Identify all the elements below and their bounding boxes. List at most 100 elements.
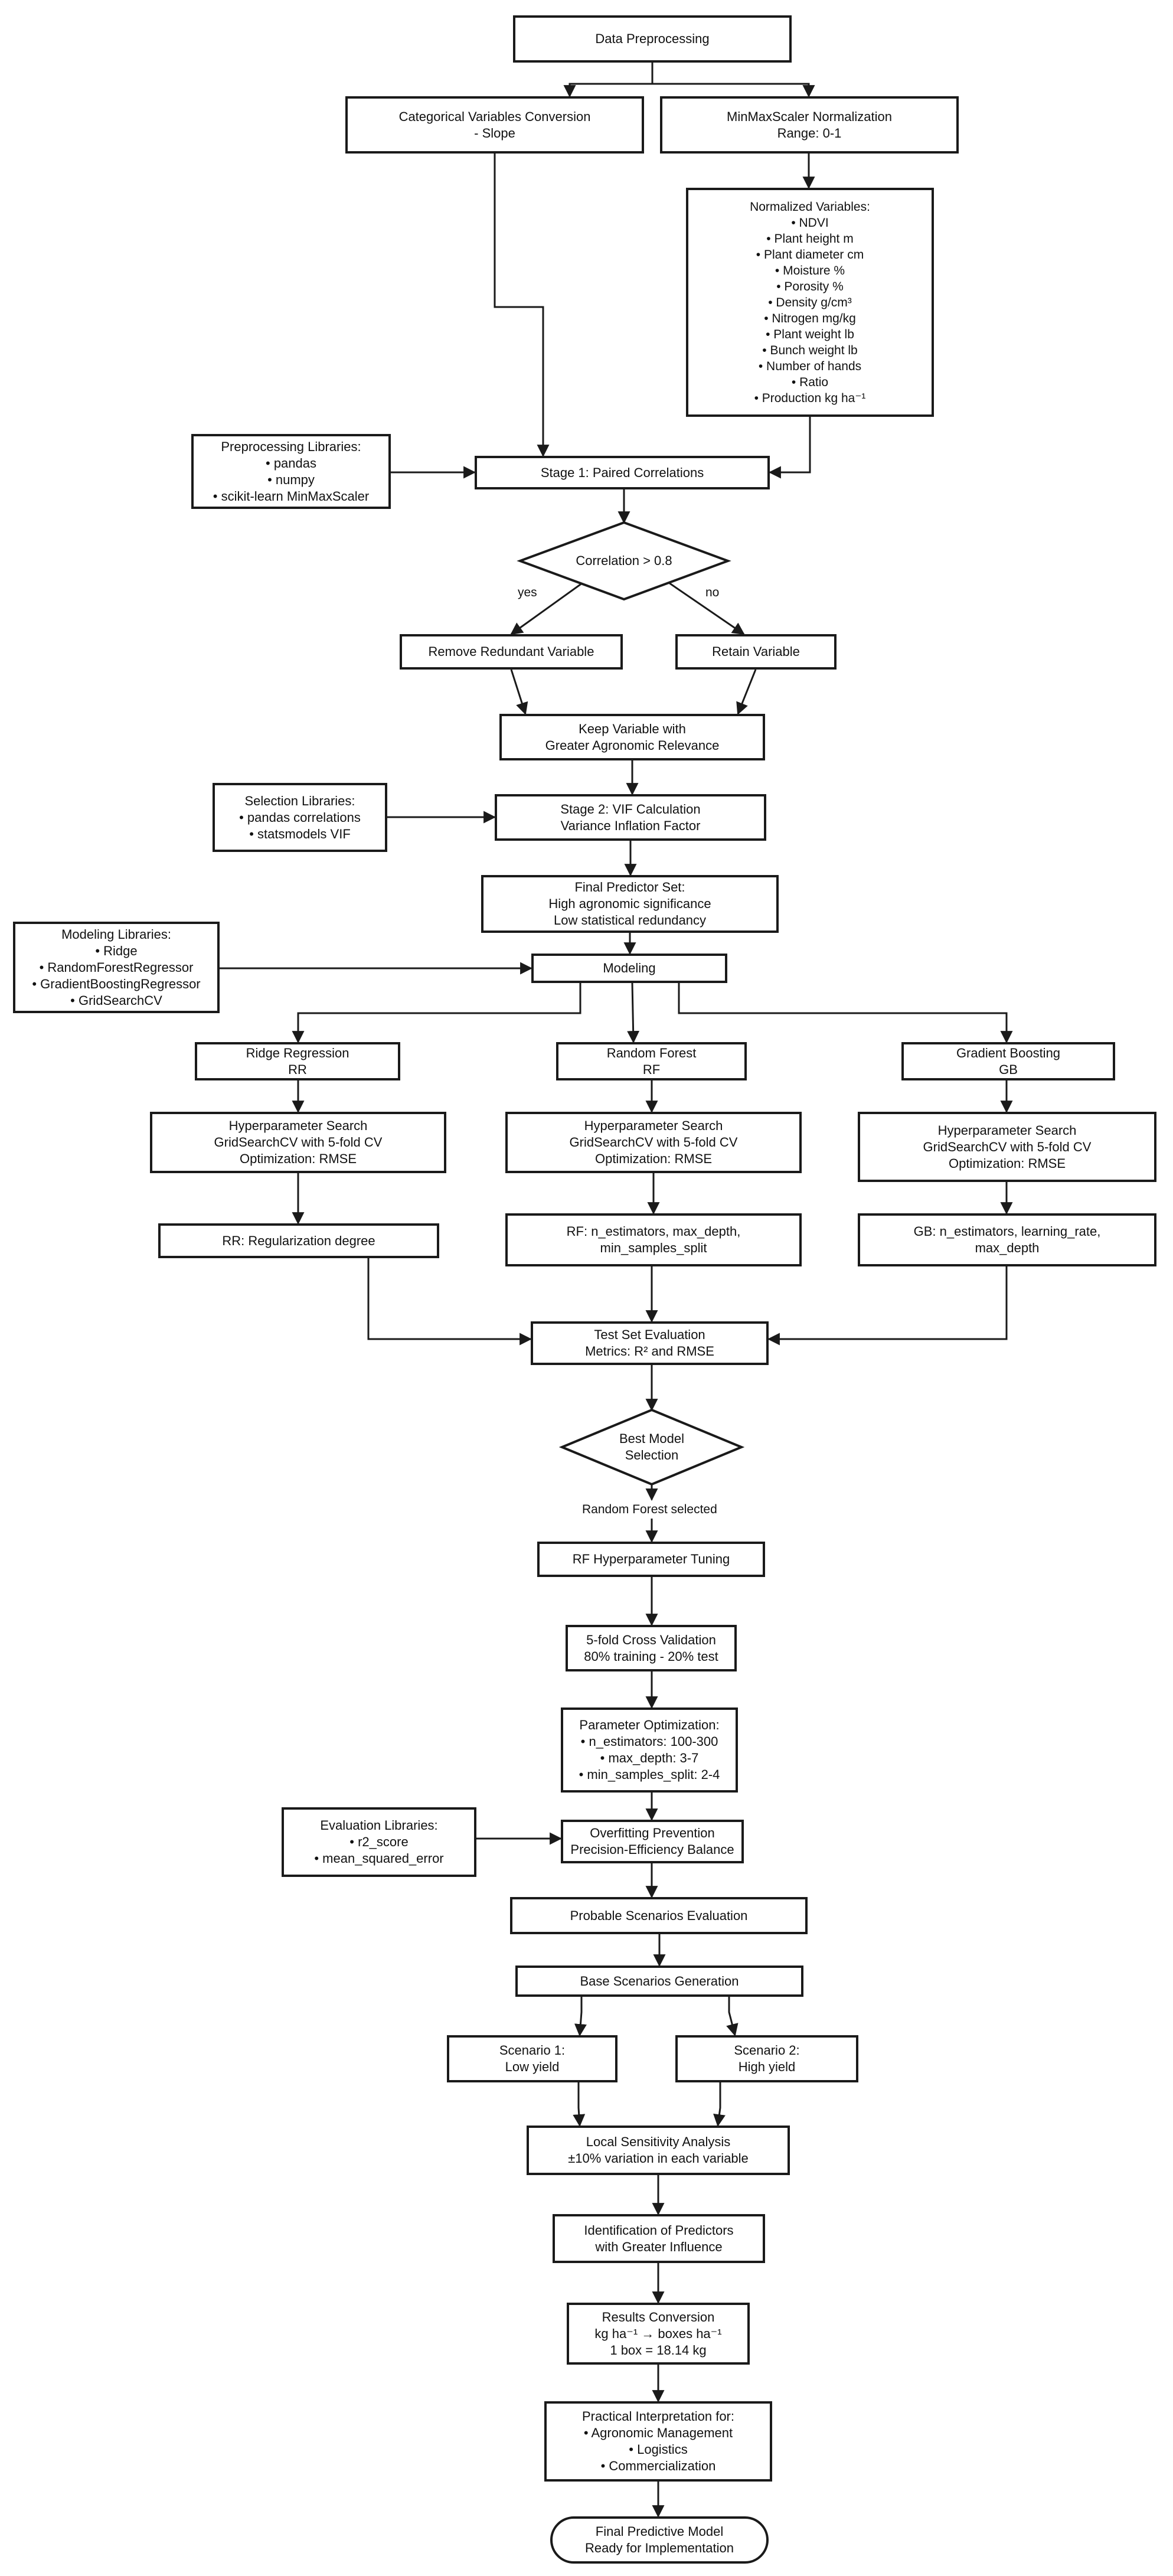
node-text-line: GB: n_estimators, learning_rate, xyxy=(913,1224,1101,1239)
node-text-line: RR xyxy=(288,1062,307,1077)
correlation-decision-label: Correlation > 0.8 xyxy=(520,543,728,579)
node-text-line: Stage 1: Paired Correlations xyxy=(540,465,704,480)
node-text-line: Ready for Implementation xyxy=(585,2541,734,2555)
node-text-line: Base Scenarios Generation xyxy=(580,1973,739,1989)
sensitivity-analysis-node: Local Sensitivity Analysis ±10% variation… xyxy=(527,2126,790,2175)
node-text-line: Identification of Predictors xyxy=(584,2222,734,2238)
remove-redundant-node: Remove Redundant Variable xyxy=(400,634,623,670)
node-text-line: RF xyxy=(642,1062,661,1077)
node-text-line: RF Hyperparameter Tuning xyxy=(572,1552,730,1566)
node-text-line: • Plant weight lb xyxy=(766,327,854,341)
no-label: no xyxy=(705,586,720,599)
node-text-line: Probable Scenarios Evaluation xyxy=(570,1908,748,1923)
node-text-line: Correlation > 0.8 xyxy=(576,553,672,568)
modeling-node: Modeling xyxy=(531,954,727,983)
node-text-line: • Nitrogen mg/kg xyxy=(764,311,856,325)
node-text-line: Greater Agronomic Relevance xyxy=(545,737,720,753)
node-text-line: • Agronomic Management xyxy=(583,2425,733,2440)
scenario-high-node: Scenario 2:High yield xyxy=(675,2035,858,2082)
node-text-line: • Commercialization xyxy=(600,2459,716,2473)
retain-variable-node: Retain Variable xyxy=(675,634,837,670)
node-text-line: Optimization: RMSE xyxy=(239,1151,357,1166)
node-text-line: MinMaxScaler Normalization xyxy=(727,109,892,124)
connector-arrow xyxy=(767,1266,1008,1346)
scenario-low-node: Scenario 1:Low yield xyxy=(447,2035,617,2082)
node-text-line: ±10% variation in each variable xyxy=(568,2151,749,2166)
node-text-line: • GridSearchCV xyxy=(70,992,162,1008)
node-text-line: Hyperparameter Search xyxy=(937,1122,1077,1138)
node-text-line: • GradientBoostingRegressor xyxy=(32,976,201,991)
data-preprocessing-node: Data Preprocessing xyxy=(513,15,792,63)
connector-arrow xyxy=(651,63,815,98)
rf-params-node: RF: n_estimators, max_depth,min_samples_… xyxy=(505,1213,802,1266)
node-text-line: High yield xyxy=(738,2059,796,2074)
connector-arrow xyxy=(713,2082,726,2127)
node-text-line: Selection Libraries: xyxy=(244,793,355,808)
node-text-line: max_depth xyxy=(975,1240,1040,1255)
selection-libraries-node: Selection Libraries:• pandas correlation… xyxy=(213,783,387,852)
node-text-line: • Plant diameter cm xyxy=(756,247,864,262)
node-text-line: • mean_squared_error xyxy=(314,1851,444,1866)
node-text-line: • max_depth: 3-7 xyxy=(600,1751,699,1765)
connector-arrow xyxy=(678,983,1013,1044)
node-text-line: RF: n_estimators, max_depth, xyxy=(566,1224,741,1239)
gb-params-node: GB: n_estimators, learning_rate,max_dept… xyxy=(858,1213,1156,1266)
connector-arrow xyxy=(573,2082,586,2127)
yes-label: yes xyxy=(518,586,537,599)
node-text-line: • Production kg ha⁻¹ xyxy=(754,391,866,405)
node-text-line: Evaluation Libraries: xyxy=(320,1818,438,1833)
node-text-line: • RandomForestRegressor xyxy=(39,959,194,975)
node-text-line: Gradient Boosting xyxy=(956,1045,1061,1060)
node-text-line: Overfitting Prevention xyxy=(590,1826,715,1840)
connector-arrow xyxy=(726,1997,739,2037)
node-text-line: • Ratio xyxy=(791,375,829,389)
node-text-line: Remove Redundant Variable xyxy=(428,644,594,659)
rr-params-node: RR: Regularization degree xyxy=(158,1223,439,1258)
node-text-line: Keep Variable with xyxy=(579,721,686,736)
node-text-line: • statsmodels VIF xyxy=(249,826,351,841)
best-model-selection-diamond xyxy=(558,1408,745,1486)
node-text-line: • Plant height m xyxy=(766,231,854,246)
node-text-line: Retain Variable xyxy=(712,644,800,659)
stage1-paired-correlations-node: Stage 1: Paired Correlations xyxy=(475,456,770,489)
connector-arrow xyxy=(574,1997,587,2037)
node-text-line: Local Sensitivity Analysis xyxy=(586,2134,731,2149)
node-text-line: Final Predictor Set: xyxy=(574,880,685,894)
node-text-line: 1 box = 18.14 kg xyxy=(610,2342,707,2358)
node-text-line: High agronomic significance xyxy=(548,896,711,911)
connector-arrow xyxy=(292,983,581,1044)
node-text-line: • Number of hands xyxy=(758,359,862,373)
modeling-libraries-node: Modeling Libraries:• Ridge• RandomForest… xyxy=(13,922,220,1013)
node-text-line: Metrics: R² and RMSE xyxy=(585,1344,714,1359)
connector-arrow xyxy=(563,63,654,98)
connector-arrow xyxy=(666,580,745,635)
node-text-line: Modeling xyxy=(603,961,656,975)
node-text-line: • NDVI xyxy=(791,216,829,230)
node-text-line: • pandas xyxy=(266,455,316,471)
final-predictor-set-node: Final Predictor Set: High agronomic signi… xyxy=(481,875,779,933)
node-text-line: • Moisture % xyxy=(775,263,845,277)
connector-arrow xyxy=(510,669,528,716)
connector-arrow xyxy=(367,1258,532,1346)
parameter-optimization-node: Parameter Optimization:• n_estimators: 1… xyxy=(561,1707,738,1793)
node-text-line: • n_estimators: 100-300 xyxy=(580,1734,718,1749)
node-text-line: Practical Interpretation for: xyxy=(581,2409,734,2424)
node-text-line: • Density g/cm³ xyxy=(768,295,852,309)
node-text-line: • scikit-learn MinMaxScaler xyxy=(213,488,370,504)
node-text-line: Range: 0-1 xyxy=(777,125,842,141)
connector-arrow xyxy=(494,154,550,458)
normalized-variables-node: Normalized Variables:• NDVI• Plant heigh… xyxy=(686,188,934,417)
node-text-line: • min_samples_split: 2-4 xyxy=(579,1767,720,1782)
node-text-line: Ridge Regression xyxy=(246,1045,349,1060)
connector-arrow xyxy=(510,580,585,635)
